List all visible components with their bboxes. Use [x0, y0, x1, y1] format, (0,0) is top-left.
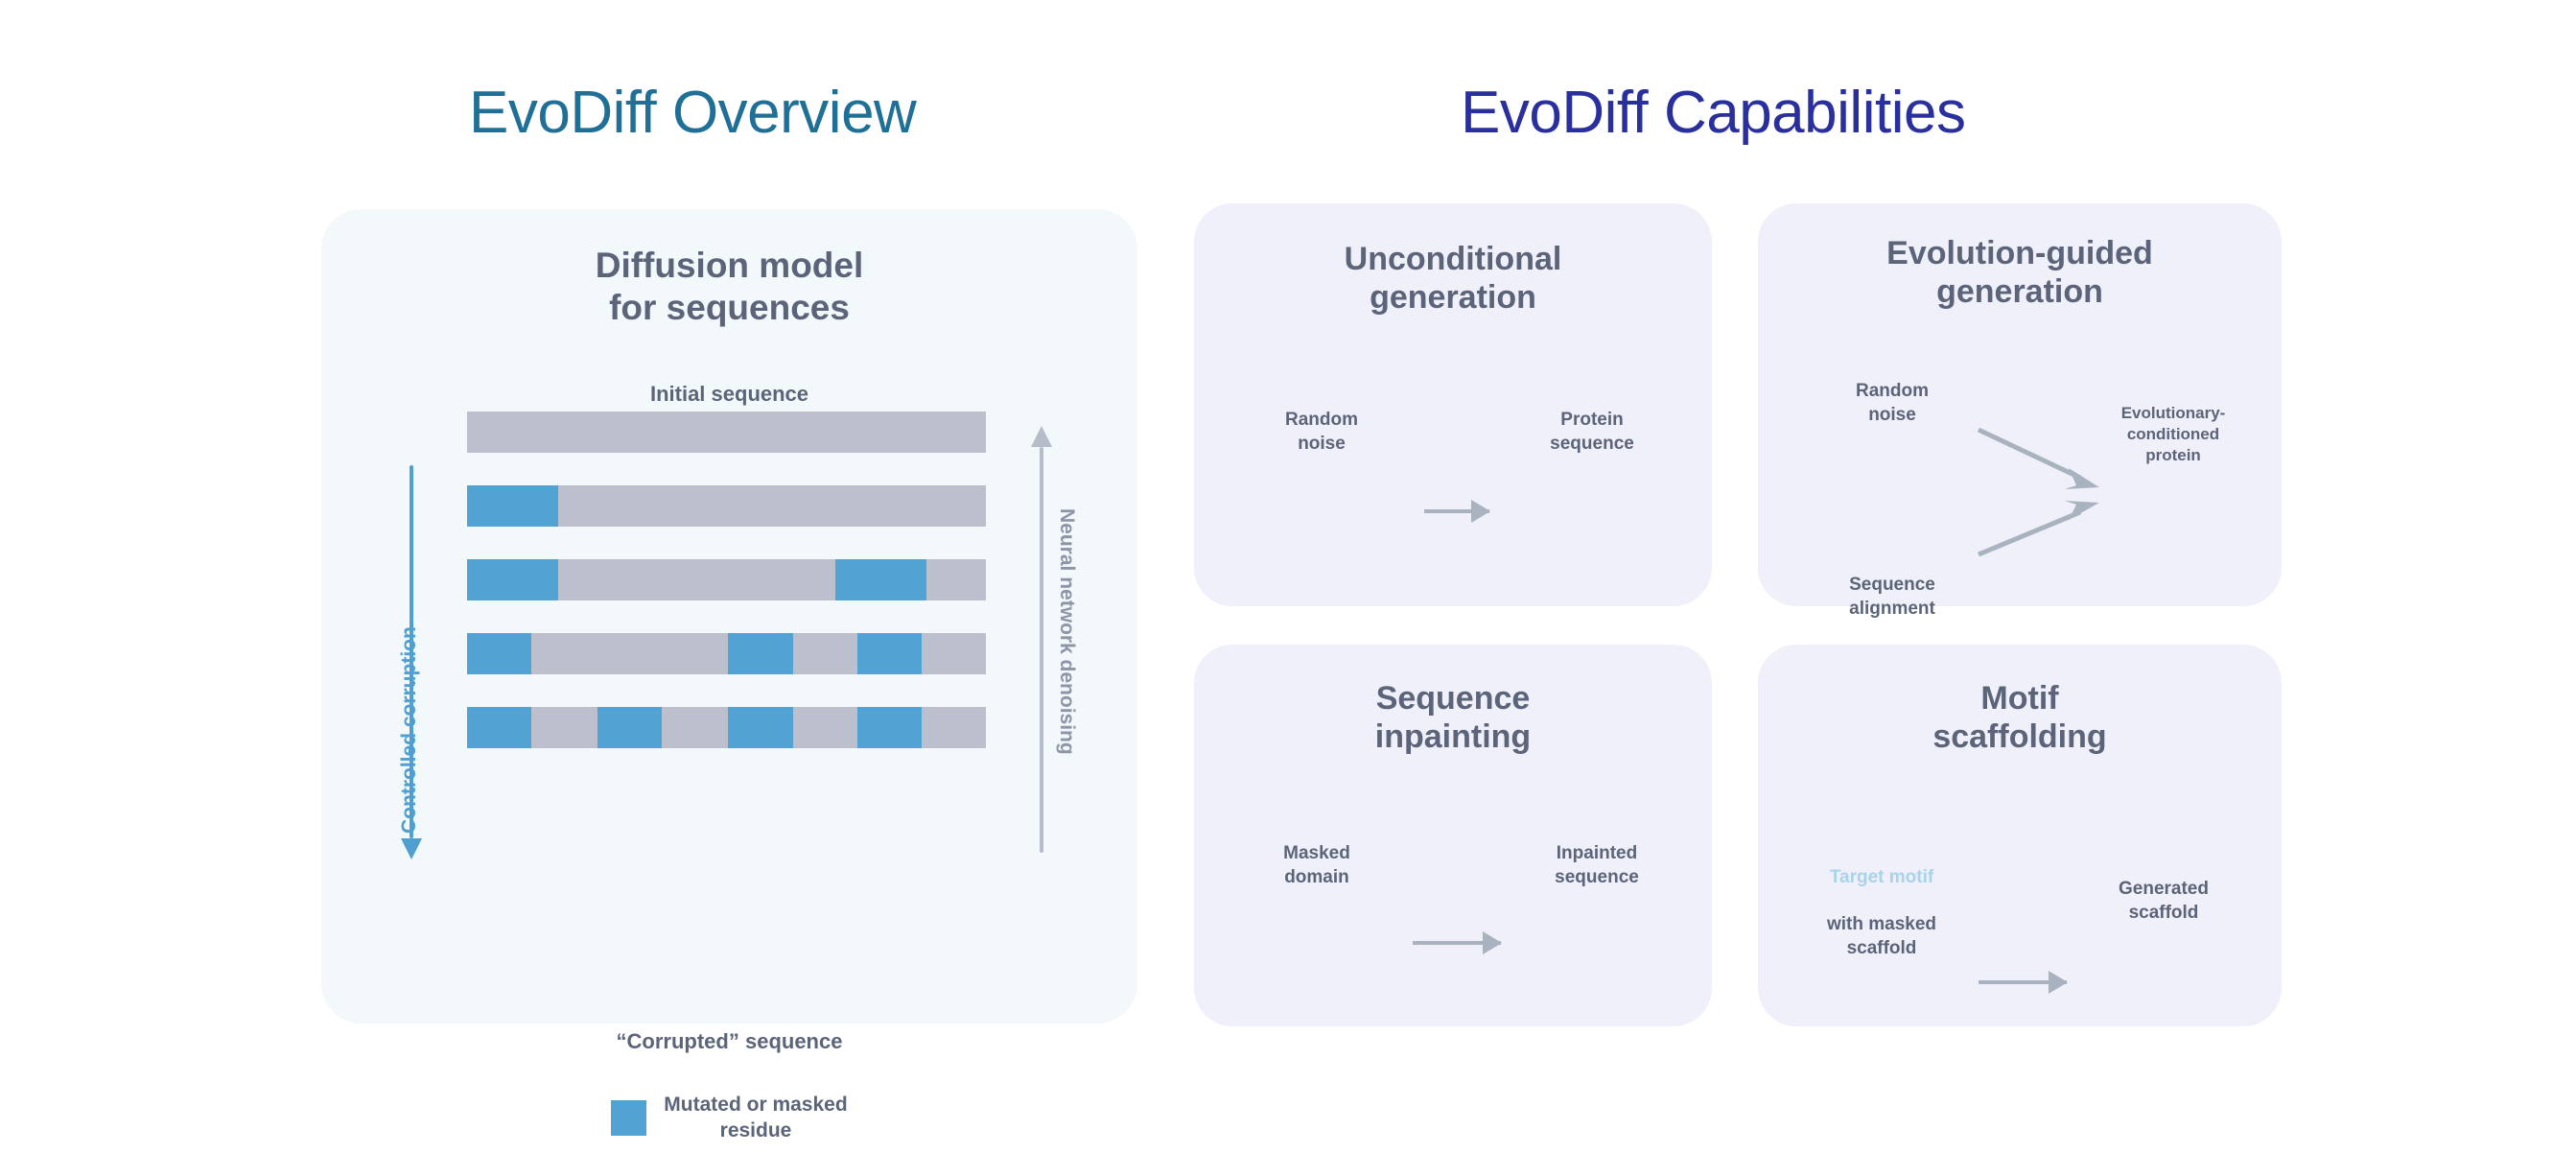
sequence-block [925, 559, 986, 600]
arrow-diagonal-upper-icon [1977, 427, 2099, 489]
mutated-residue-block [835, 559, 926, 600]
flow-unconditional: Random noise Protein sequence [1240, 409, 1674, 557]
label-protein-sequence: Protein sequence [1550, 410, 1634, 454]
group-masked-domain: Masked domain [1240, 842, 1393, 988]
label-inpainted-sequence: Inpainted sequence [1555, 843, 1639, 887]
section-title-overview: EvoDiff Overview [469, 80, 917, 146]
mutated-residue-block [597, 707, 663, 748]
diffusion-sequence-ladder [467, 412, 986, 748]
sequence-row-corruption-step-1 [467, 485, 986, 527]
card-sequence-inpainting: Sequence inpainting Masked domain Inpain… [1194, 645, 1712, 1026]
card-evolution-guided-generation: Evolution-guided generation Random noise… [1758, 203, 2282, 619]
arrow-right-icon [1979, 979, 2067, 984]
arrow-right-icon [1413, 941, 1501, 946]
sequence-block [792, 707, 857, 748]
flow-inpainting: Masked domain Inpainted sequence [1240, 842, 1674, 988]
corruption-arrow-head-icon [401, 838, 422, 859]
sequence-block [557, 485, 986, 527]
label-masked-domain: Masked domain [1283, 843, 1350, 887]
mutated-residue-block [467, 633, 532, 674]
sequence-row-corruption-step-2 [467, 559, 986, 600]
legend-label: Mutated or masked residue [664, 1094, 848, 1142]
group-evo-random-noise: Random noise [1815, 380, 1969, 525]
card-title-motif-scaffolding: Motif scaffolding [1932, 680, 2107, 756]
card-title-evolution-guided: Evolution-guided generation [1886, 235, 2153, 311]
mutated-residue-block [467, 707, 532, 748]
legend-mutated-residue: Mutated or masked residue [321, 1092, 1137, 1144]
card-diffusion-model: Diffusion model for sequences Initial se… [321, 209, 1137, 1141]
card-motif-scaffolding: Motif scaffolding Target motif with mask… [1758, 645, 2282, 1026]
group-protein-sequence: Protein sequence [1510, 409, 1674, 557]
label-controlled-corruption: Controlled corruption [398, 626, 420, 834]
denoising-arrow-line [1040, 447, 1043, 853]
sequence-row-corrupted-sequence [467, 707, 986, 748]
mutated-residue-block [728, 707, 793, 748]
legend-swatch-icon [611, 1099, 647, 1136]
label-with-masked-scaffold: with masked scaffold [1826, 914, 1937, 958]
card-title-diffusion: Diffusion model for sequences [595, 246, 864, 327]
mutated-residue-block [856, 633, 922, 674]
mutated-residue-block [467, 485, 558, 527]
group-generated-scaffold: Generated scaffold [2084, 878, 2243, 1030]
sequence-block [921, 633, 986, 674]
group-evolutionary-conditioned-protein: Evolutionary- conditioned protein [2096, 403, 2251, 570]
group-inpainted-sequence: Inpainted sequence [1520, 842, 1674, 988]
group-target-motif: Target motif with masked scaffold [1802, 842, 1961, 1066]
sequence-row-initial-sequence [467, 412, 986, 453]
group-sequence-alignment: Sequence alignment [1815, 491, 1969, 621]
sequence-block [792, 633, 857, 674]
label-random-noise: Random noise [1285, 410, 1358, 454]
card-title-sequence-inpainting: Sequence inpainting [1374, 680, 1532, 756]
label-corrupted-sequence: “Corrupted” sequence [616, 1029, 843, 1053]
sequence-block [921, 707, 986, 748]
label-target-motif-block: Target motif with masked scaffold [1802, 842, 1961, 960]
sequence-row-corruption-step-3 [467, 633, 986, 674]
label-neural-network-denoising: Neural network denoising [1056, 508, 1078, 755]
label-evo-random-noise: Random noise [1856, 381, 1929, 425]
label-evolutionary-conditioned-protein: Evolutionary- conditioned protein [2120, 404, 2226, 465]
section-title-capabilities: EvoDiff Capabilities [1461, 80, 1966, 146]
mutated-residue-block [728, 633, 793, 674]
label-generated-scaffold: Generated scaffold [2119, 879, 2209, 923]
card-unconditional-generation: Unconditional generation Random noise Pr… [1194, 203, 1712, 606]
label-target-motif: Target motif [1829, 866, 1934, 887]
card-title-unconditional: Unconditional generation [1344, 241, 1562, 317]
label-initial-sequence: Initial sequence [649, 382, 809, 406]
label-sequence-alignment: Sequence alignment [1849, 575, 1935, 619]
arrow-right-icon [1424, 508, 1489, 513]
corruption-arrow-line [410, 465, 413, 838]
sequence-block [531, 633, 729, 674]
sequence-block [467, 412, 986, 453]
flow-motif-scaffolding: Target motif with masked scaffold Genera… [1802, 842, 2243, 1066]
sequence-block [557, 559, 836, 600]
sequence-block [662, 707, 729, 748]
arrow-diagonal-lower-icon [1978, 501, 2099, 557]
sequence-block [531, 707, 598, 748]
group-random-noise: Random noise [1240, 409, 1403, 557]
mutated-residue-block [467, 559, 558, 600]
denoising-arrow-head-icon [1031, 426, 1052, 447]
mutated-residue-block [856, 707, 922, 748]
